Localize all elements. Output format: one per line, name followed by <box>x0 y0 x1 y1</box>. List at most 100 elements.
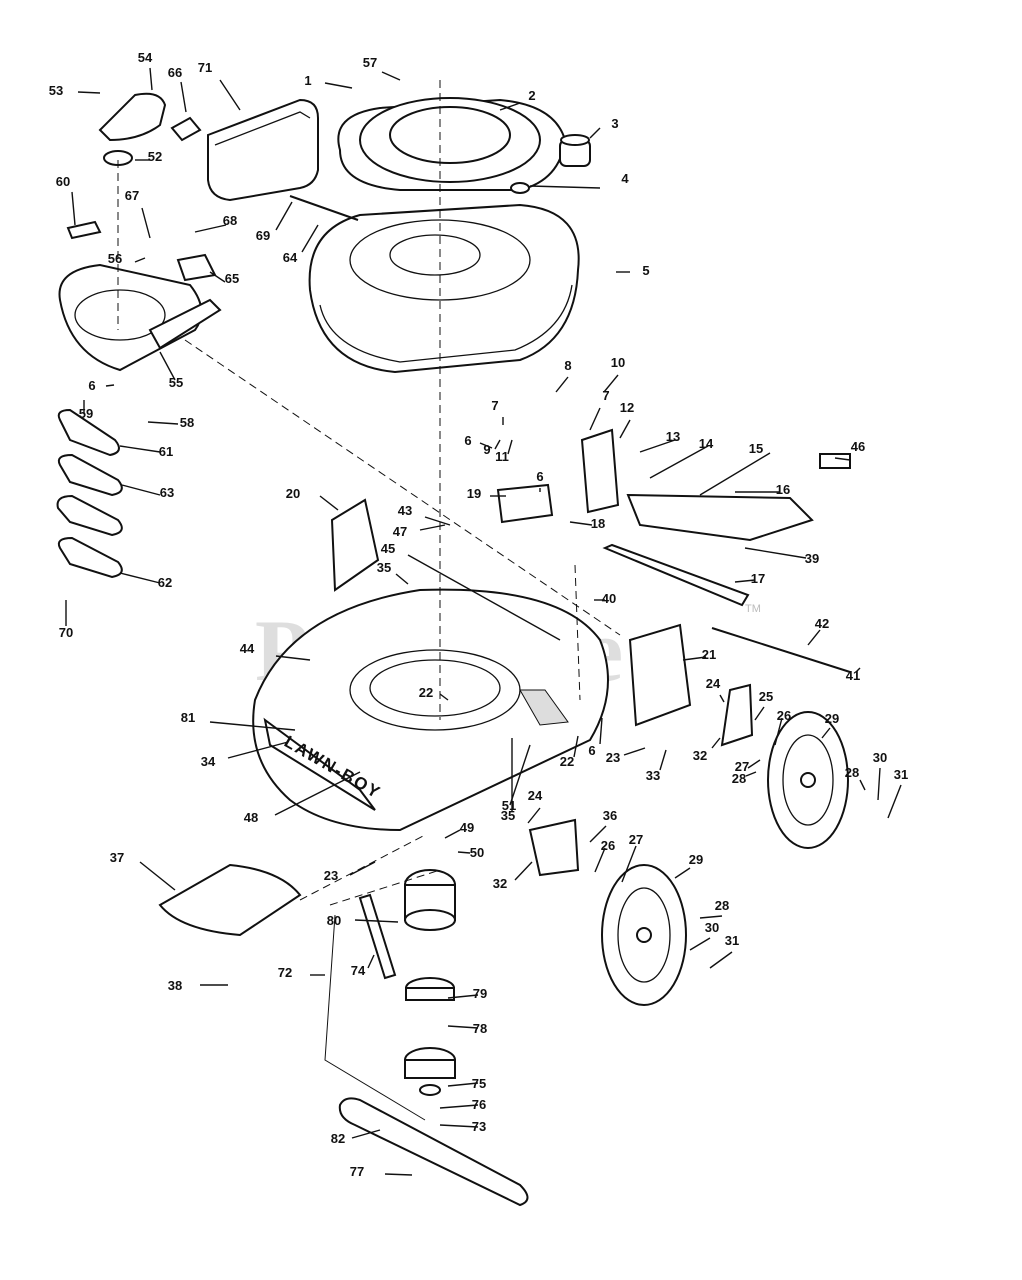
part-label-42: 42 <box>815 616 829 631</box>
part-label-8: 8 <box>564 358 571 373</box>
part-label-26: 26 <box>777 708 791 723</box>
pad-51 <box>519 689 569 726</box>
part-label-63: 63 <box>160 485 174 500</box>
part-label-31: 31 <box>725 933 739 948</box>
part-label-24: 24 <box>528 788 543 803</box>
leader-line-18 <box>569 521 593 526</box>
leader-line-7 <box>589 407 601 431</box>
leader-line-68 <box>194 224 227 233</box>
leader-line-42 <box>807 629 821 646</box>
part-label-10: 10 <box>611 355 625 370</box>
group-line-72 <box>324 914 426 1121</box>
leader-line-46 <box>834 457 851 461</box>
leader-line-81 <box>209 721 296 731</box>
part-label-74: 74 <box>351 963 366 978</box>
leader-line-36 <box>589 825 607 843</box>
part-label-37: 37 <box>110 850 124 865</box>
leader-line-12 <box>619 419 631 439</box>
leader-line-15 <box>699 452 771 496</box>
part-label-26: 26 <box>601 838 615 853</box>
leader-line-27 <box>747 759 761 769</box>
part-label-77: 77 <box>350 1164 364 1179</box>
wheel-front <box>601 864 687 1006</box>
part-label-43: 43 <box>398 503 412 518</box>
leader-line-49 <box>444 829 461 839</box>
part-label-33: 33 <box>646 768 660 783</box>
part-label-6: 6 <box>588 743 595 758</box>
leader-line-55 <box>159 351 176 381</box>
leader-line-50 <box>457 851 471 854</box>
part-label-17: 17 <box>751 571 765 586</box>
height-adjuster-front <box>528 818 580 877</box>
fuel-cap <box>559 134 591 167</box>
leader-line-63 <box>121 484 161 496</box>
engine-cover-plate <box>337 97 567 191</box>
part-label-2: 2 <box>528 88 535 103</box>
fuel-neck <box>510 182 530 194</box>
part-label-75: 75 <box>472 1076 486 1091</box>
leader-line-20 <box>319 495 339 511</box>
muffler <box>207 98 319 202</box>
blade <box>338 1097 529 1207</box>
part-label-14: 14 <box>699 436 714 451</box>
engine-shroud <box>308 203 580 374</box>
part-label-65: 65 <box>225 271 239 286</box>
leader-line-25 <box>754 706 765 721</box>
part-label-48: 48 <box>244 810 258 825</box>
part-label-30: 30 <box>705 920 719 935</box>
part-label-55: 55 <box>169 375 183 390</box>
leader-line-51 <box>509 744 531 806</box>
part-label-7: 7 <box>491 398 498 413</box>
leader-line-3 <box>589 127 601 139</box>
leader-line-67 <box>141 207 151 239</box>
part-label-15: 15 <box>749 441 763 456</box>
leader-line-1 <box>324 82 353 89</box>
muffler-bolt <box>289 195 359 221</box>
part-label-23: 23 <box>324 868 338 883</box>
leader-line-14 <box>649 445 709 479</box>
part-label-13: 13 <box>666 429 680 444</box>
part-label-28: 28 <box>732 771 746 786</box>
leader-line-22 <box>573 735 579 758</box>
leader-line-35 <box>395 573 409 585</box>
leader-line-44 <box>275 655 311 661</box>
leader-line-24 <box>527 807 541 824</box>
part-label-76: 76 <box>472 1097 486 1112</box>
axle-rod <box>711 627 851 673</box>
part-label-64: 64 <box>283 250 298 265</box>
exhaust-elbow <box>98 92 167 142</box>
height-adjuster-rear <box>720 683 754 747</box>
pulley-79 <box>405 977 455 1001</box>
control-bracket <box>496 483 554 524</box>
part-label-28: 28 <box>715 898 729 913</box>
leader-line-34 <box>227 741 289 759</box>
part-label-52: 52 <box>148 149 162 164</box>
part-label-27: 27 <box>629 832 643 847</box>
part-label-44: 44 <box>240 641 255 656</box>
part-label-78: 78 <box>473 1021 487 1036</box>
guide-vertical-2 <box>574 564 581 701</box>
plate-62 <box>57 536 123 579</box>
leader-line-37 <box>139 861 176 891</box>
part-label-22: 22 <box>560 754 574 769</box>
leader-line-30 <box>877 767 881 801</box>
leader-line-58 <box>147 421 179 425</box>
part-label-72: 72 <box>278 965 292 980</box>
leader-line-75 <box>447 1082 479 1087</box>
part-label-58: 58 <box>180 415 194 430</box>
leader-line-26 <box>774 717 783 746</box>
leader-line-65 <box>209 271 226 283</box>
leader-line-82 <box>351 1129 381 1139</box>
leader-line-77 <box>384 1173 413 1176</box>
leader-line-23 <box>349 861 376 876</box>
part-label-6: 6 <box>88 378 95 393</box>
control-panel <box>626 493 814 542</box>
leader-line-62 <box>119 572 161 584</box>
baffle-right <box>628 623 692 727</box>
part-label-35: 35 <box>377 560 391 575</box>
part-label-32: 32 <box>693 748 707 763</box>
leader-line-6 <box>105 384 115 387</box>
part-label-62: 62 <box>158 575 172 590</box>
leader-line-47 <box>419 524 446 531</box>
